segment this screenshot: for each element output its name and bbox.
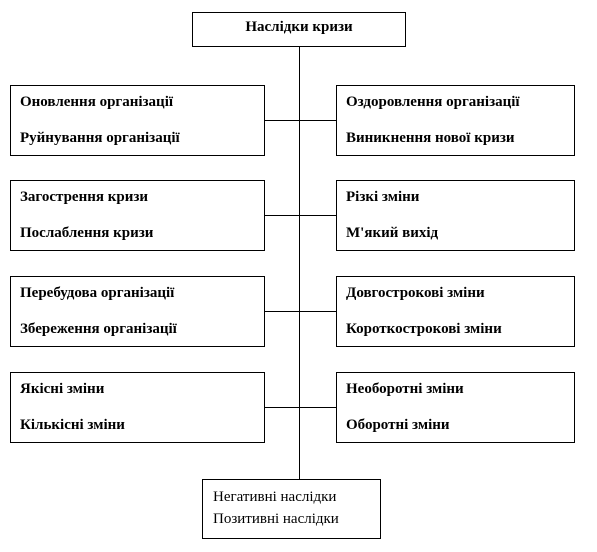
left-box-3-top: Перебудова організації — [20, 285, 175, 301]
title-box: Наслідки кризи — [192, 12, 406, 47]
right-box-4-top: Необоротні зміни — [346, 381, 464, 397]
diagram-title: Наслідки кризи — [245, 19, 353, 35]
right-box-3-bottom: Короткострокові зміни — [346, 321, 502, 337]
left-box-1: Оновлення організації Руйнування організ… — [10, 85, 265, 156]
left-box-4: Якісні зміни Кількісні зміни — [10, 372, 265, 443]
right-box-1-bottom: Виникнення нової кризи — [346, 130, 515, 146]
horizontal-connector-4 — [10, 407, 575, 408]
left-box-2: Загострення кризи Послаблення кризи — [10, 180, 265, 251]
left-box-2-top: Загострення кризи — [20, 189, 149, 205]
left-box-4-bottom: Кількісні зміни — [20, 417, 125, 433]
right-box-1: Оздоровлення організації Виникнення ново… — [336, 85, 575, 156]
bottom-box-line-2: Позитивні наслідки — [213, 511, 339, 527]
horizontal-connector-2 — [10, 215, 575, 216]
right-box-2-bottom: М'який вихід — [346, 225, 439, 241]
vertical-connector — [299, 46, 300, 480]
left-box-3-bottom: Збереження організації — [20, 321, 177, 337]
left-box-3: Перебудова організації Збереження органі… — [10, 276, 265, 347]
left-box-4-top: Якісні зміни — [20, 381, 105, 397]
right-box-1-top: Оздоровлення організації — [346, 94, 520, 110]
left-box-1-top: Оновлення організації — [20, 94, 174, 110]
right-box-2-top: Різкі зміни — [346, 189, 420, 205]
left-box-1-bottom: Руйнування організації — [20, 130, 180, 146]
bottom-box-line-1: Негативні наслідки — [213, 489, 337, 505]
left-box-2-bottom: Послаблення кризи — [20, 225, 154, 241]
right-box-2: Різкі зміни М'який вихід — [336, 180, 575, 251]
right-box-4: Необоротні зміни Оборотні зміни — [336, 372, 575, 443]
horizontal-connector-1 — [10, 120, 575, 121]
right-box-4-bottom: Оборотні зміни — [346, 417, 450, 433]
horizontal-connector-3 — [10, 311, 575, 312]
right-box-3: Довгострокові зміни Короткострокові змін… — [336, 276, 575, 347]
bottom-box: Негативні наслідки Позитивні наслідки — [202, 479, 381, 539]
right-box-3-top: Довгострокові зміни — [346, 285, 485, 301]
